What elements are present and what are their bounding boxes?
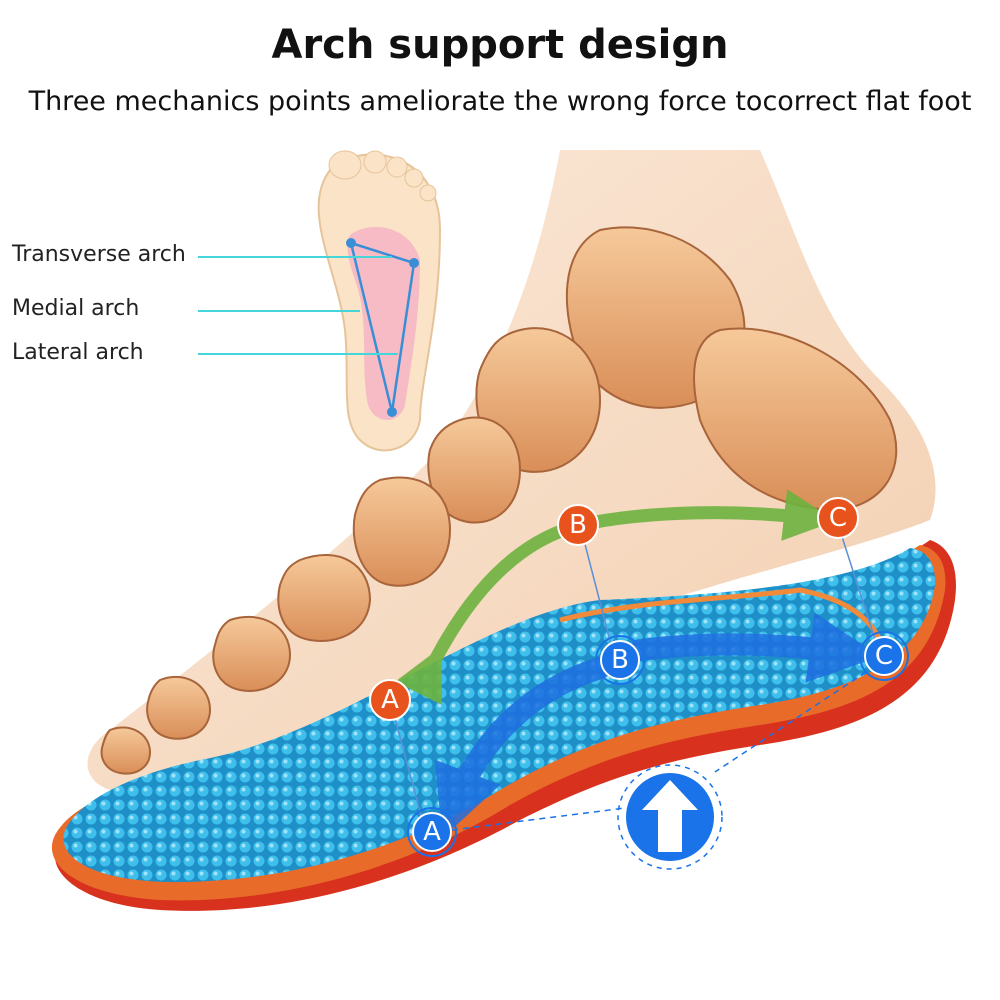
support-dashed-lines (451, 671, 867, 831)
support-arrow-left (434, 657, 611, 838)
support-arrow-right (629, 612, 880, 683)
support-icon (617, 764, 723, 870)
insole-marker-a: A (407, 807, 457, 857)
foot-marker-a-label: A (381, 685, 399, 715)
page-subtitle: Three mechanics points ameliorate the wr… (28, 86, 972, 117)
foot-marker-b-label: B (569, 510, 587, 540)
label-leader-lines (198, 256, 398, 355)
insole-marker-c-label: C (875, 641, 893, 671)
sole-diagram (317, 150, 442, 452)
up-arrow-icon (642, 780, 698, 852)
foot-marker-b: B (557, 504, 599, 546)
label-medial-arch: Medial arch (12, 296, 140, 321)
foot-marker-a: A (369, 679, 411, 721)
insole-marker-c: C (859, 631, 909, 681)
insole-marker-b-label: B (611, 645, 629, 675)
foot-marker-c: C (817, 497, 859, 539)
page-title: Arch support design (271, 22, 729, 68)
label-transverse-arch: Transverse arch (12, 242, 186, 267)
foot-marker-c-label: C (829, 503, 847, 533)
insole-marker-a-label: A (423, 817, 441, 847)
insole-marker-b: B (595, 635, 645, 685)
label-lateral-arch: Lateral arch (12, 340, 144, 365)
foot-bones (100, 226, 898, 775)
